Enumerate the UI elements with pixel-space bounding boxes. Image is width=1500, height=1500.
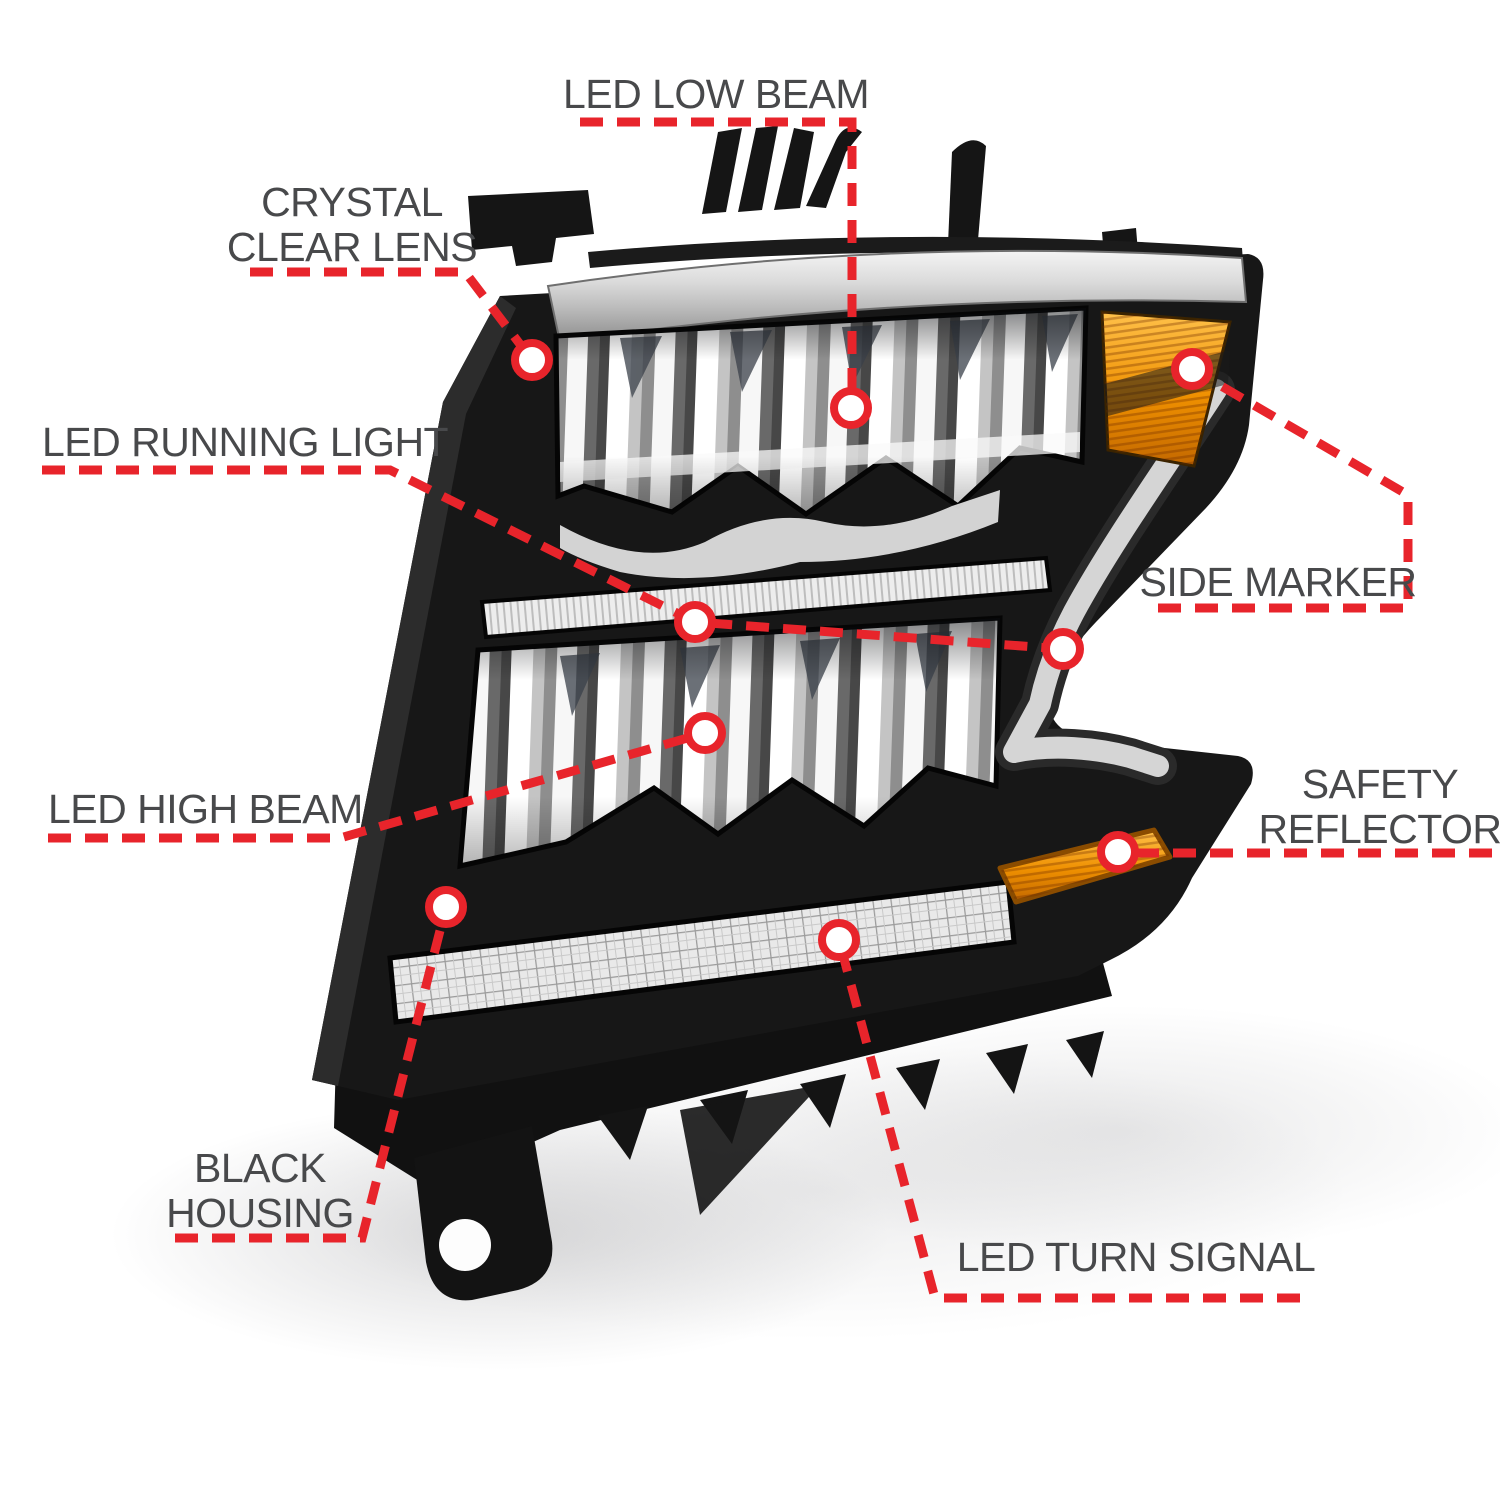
dot-side-marker	[1171, 348, 1213, 390]
leader-side-marker	[1158, 365, 1413, 613]
dot-led-running-light	[674, 601, 716, 643]
housing-edge-highlight	[312, 296, 516, 1086]
callout-label-housing-line1: BLACK	[194, 1145, 326, 1191]
chassis	[334, 952, 1112, 1301]
dot-led-high-beam	[684, 712, 726, 754]
dot-black-housing	[425, 886, 467, 928]
callout-label-safety-line2: REFLECTOR	[1258, 806, 1500, 852]
callout-label-black-housing: BLACK HOUSING	[166, 1146, 354, 1236]
leader-led-running-light	[42, 465, 1064, 654]
dot-led-running-light-bar	[1042, 628, 1084, 670]
callout-label-crystal-line2: CLEAR LENS	[226, 224, 478, 270]
callout-dots	[425, 339, 1213, 961]
dot-safety-reflector	[1097, 831, 1139, 873]
lens-glare	[560, 490, 1000, 579]
callout-label-led-running-light: LED RUNNING LIGHT	[42, 419, 449, 465]
callout-label-led-high-beam: LED HIGH BEAM	[48, 786, 363, 832]
callout-label-led-low-beam: LED LOW BEAM	[562, 71, 870, 117]
callout-label-side-marker: SIDE MARKER	[1139, 559, 1418, 605]
leader-led-turn-signal	[834, 938, 1300, 1303]
callout-label-crystal-line1: CRYSTAL	[261, 179, 443, 225]
callout-label-crystal-clear-lens: CRYSTAL CLEAR LENS	[226, 179, 478, 270]
callout-label-led-turn-signal: LED TURN SIGNAL	[956, 1234, 1316, 1280]
chassis-fins	[598, 1031, 1104, 1215]
callout-label-housing-line2: HOUSING	[166, 1190, 354, 1236]
turn-signal-lens	[387, 879, 1017, 1025]
leader-black-housing	[175, 905, 451, 1243]
dot-crystal-clear-lens	[511, 339, 553, 381]
callout-label-safety-line1: SAFETY	[1301, 761, 1459, 807]
chrome-trim	[546, 249, 1248, 344]
bracket-hole	[439, 1219, 491, 1271]
dot-led-low-beam	[830, 387, 872, 429]
leader-led-low-beam	[580, 117, 857, 392]
callout-label-safety-reflector: SAFETY REFLECTOR	[1258, 762, 1500, 852]
leader-lines	[42, 117, 1492, 1303]
high-beam-lens	[457, 615, 1003, 870]
running-light-strip	[479, 555, 1053, 640]
dot-led-turn-signal	[818, 919, 860, 961]
